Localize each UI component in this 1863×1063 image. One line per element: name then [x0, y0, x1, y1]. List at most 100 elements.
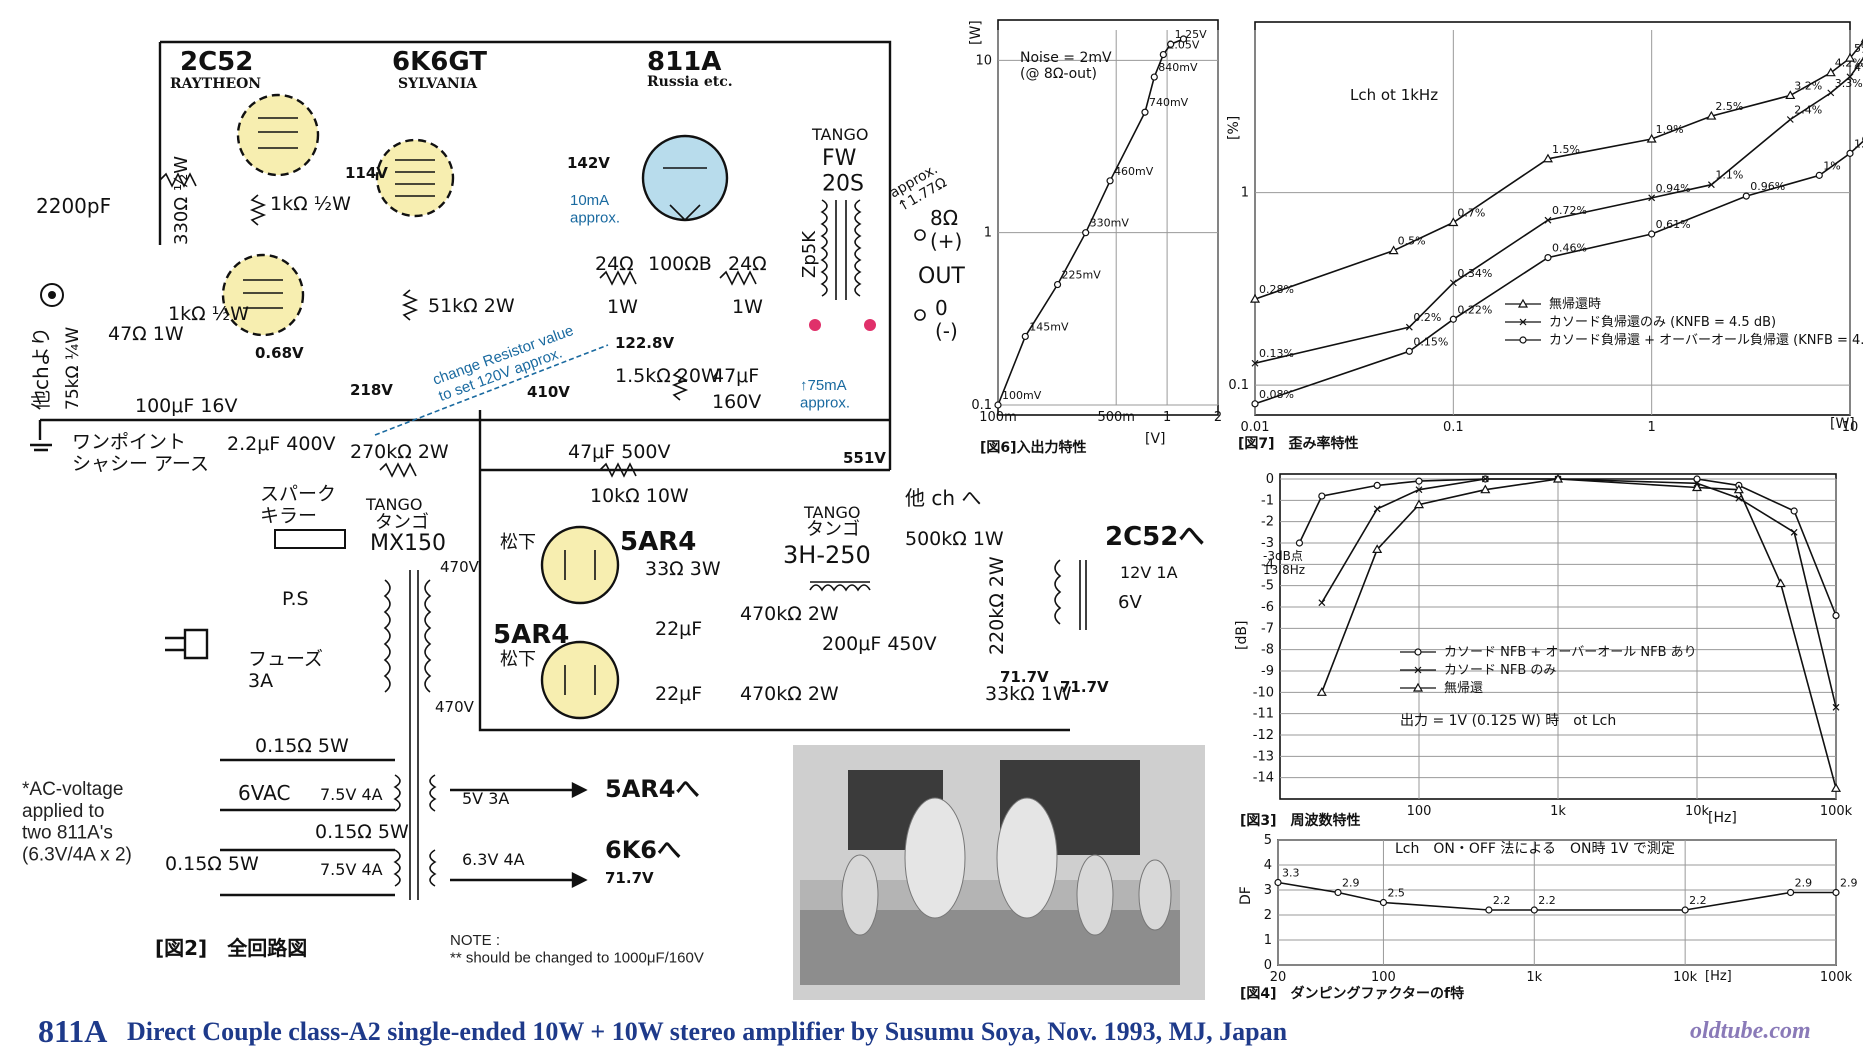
- data-label: 100mV: [1002, 389, 1042, 402]
- y-tick-label: -11: [1253, 707, 1274, 722]
- input-jp-label: 他chより: [29, 327, 53, 410]
- data-label: 1%: [1823, 159, 1840, 172]
- data-point: [1846, 149, 1854, 157]
- data-point: [1316, 687, 1327, 696]
- data-point: [1295, 539, 1304, 547]
- ot-out-label: OUT: [918, 264, 965, 289]
- x-tick-label: 1k: [1526, 970, 1542, 985]
- data-point: [1542, 153, 1553, 163]
- to-2c52-label: 2C52へ: [1105, 522, 1204, 552]
- y-tick-label: 0: [1266, 472, 1274, 487]
- tube-label-811a: 811A: [647, 47, 721, 77]
- output-transformer-primary: [820, 199, 828, 297]
- data-point: [1167, 40, 1175, 48]
- data-label: 0.46%: [1552, 242, 1587, 255]
- data-label: 1.1%: [1715, 169, 1743, 182]
- data-point: [1530, 906, 1538, 914]
- data-point: [1388, 245, 1399, 255]
- v-71-7-b: 71.7V: [1060, 678, 1109, 696]
- tube-2c52-lower: [221, 253, 305, 337]
- data-point: [1693, 475, 1701, 483]
- x-tick-label: 2: [1214, 410, 1222, 425]
- resistor-1-5k: [671, 369, 689, 401]
- data-label: 3.2%: [1794, 79, 1822, 92]
- series-line: [1321, 478, 1837, 708]
- data-point: [1785, 90, 1796, 100]
- tube-5ar4-upper: [540, 525, 620, 605]
- resistor-330: [159, 172, 197, 188]
- x-tick-label: 100m: [979, 410, 1016, 425]
- series-line: [997, 38, 1184, 406]
- schematic: [30, 40, 1087, 900]
- data-point: [1786, 888, 1795, 897]
- v-142: 142V: [567, 154, 610, 172]
- legend-label: カソード負帰還 + オーバーオール負帰還 (KNFB = 4.5 dB) (オー…: [1549, 332, 1863, 348]
- comp-33k: 33kΩ 1W: [985, 683, 1072, 705]
- comp-015-a: 0.15Ω 5W: [255, 735, 349, 757]
- y-tick-label: -7: [1261, 621, 1274, 636]
- data-point: [1481, 475, 1489, 483]
- tube-label-2c52: 2C52: [180, 47, 253, 77]
- data-point: [1742, 192, 1750, 200]
- fig6-ylabel: [W]: [968, 20, 984, 45]
- v-7-5-b: 7.5V 4A: [320, 860, 383, 879]
- x-tick-label: 100: [1407, 804, 1432, 819]
- y-tick-label: 0.1: [971, 398, 992, 413]
- comp-330ohm: 330Ω ½W: [171, 156, 192, 245]
- data-label: 740mV: [1149, 96, 1189, 109]
- tube-label-5ar4-upper: 5AR4: [620, 527, 696, 557]
- data-point: [1691, 482, 1703, 492]
- comp-015-b: 0.15Ω 5W: [315, 821, 409, 843]
- x-tick-label: 10k: [1685, 804, 1710, 819]
- data-point: [1415, 486, 1423, 494]
- note: NOTE :** should be changed to 1000μF/160…: [450, 932, 704, 966]
- data-point: [1815, 171, 1823, 179]
- data-label: 0.61%: [1656, 218, 1691, 231]
- caption-site: oldtube.com: [1690, 1018, 1811, 1044]
- tube-label-6k6gt: 6K6GT: [392, 47, 487, 77]
- data-point: [1790, 528, 1798, 536]
- y-tick-label: -13: [1253, 749, 1274, 764]
- ground-symbol: [30, 420, 52, 452]
- legend-marker: [1414, 648, 1422, 656]
- y-tick-label: -1: [1261, 493, 1274, 508]
- data-point: [1707, 181, 1715, 189]
- series-line: [1254, 140, 1863, 405]
- comp-2200pf: 2200pF: [36, 194, 111, 218]
- data-label: 0.5%: [1398, 235, 1426, 248]
- data-point: [1544, 254, 1552, 262]
- data-point: [1681, 906, 1689, 914]
- comp-100uf: 100μF 16V: [135, 395, 238, 417]
- resistor-24ohm-right: [719, 270, 757, 286]
- data-point: [1274, 878, 1282, 887]
- data-label: 2.9: [1342, 877, 1360, 890]
- y-tick-label: -14: [1253, 771, 1274, 786]
- data-point: [1449, 279, 1457, 287]
- v-6vac: 6VAC: [238, 781, 290, 805]
- x-tick-label: 20: [1270, 970, 1287, 985]
- data-label: 2.9: [1840, 877, 1858, 890]
- data-label: 0.28%: [1259, 283, 1294, 296]
- data-point: [1179, 35, 1188, 43]
- fig7-xlabel: [W]: [1830, 416, 1855, 432]
- data-label: 0.15%: [1413, 335, 1448, 348]
- data-point: [1413, 499, 1425, 509]
- data-label: 1.05V: [1167, 39, 1199, 52]
- v-470-upper: 470V: [440, 558, 480, 576]
- x-tick-label: 500m: [1097, 410, 1134, 425]
- data-label: 2.5: [1387, 887, 1405, 900]
- y-tick-label: -12: [1253, 728, 1274, 743]
- legend-marker: [1412, 682, 1424, 692]
- data-point: [1318, 492, 1326, 500]
- fig4-frame: [1277, 839, 1837, 966]
- data-point: [1021, 332, 1029, 341]
- legend-marker: [1517, 298, 1529, 308]
- y-tick-label: 0.1: [1228, 378, 1249, 393]
- pt-model: MX150: [370, 531, 446, 556]
